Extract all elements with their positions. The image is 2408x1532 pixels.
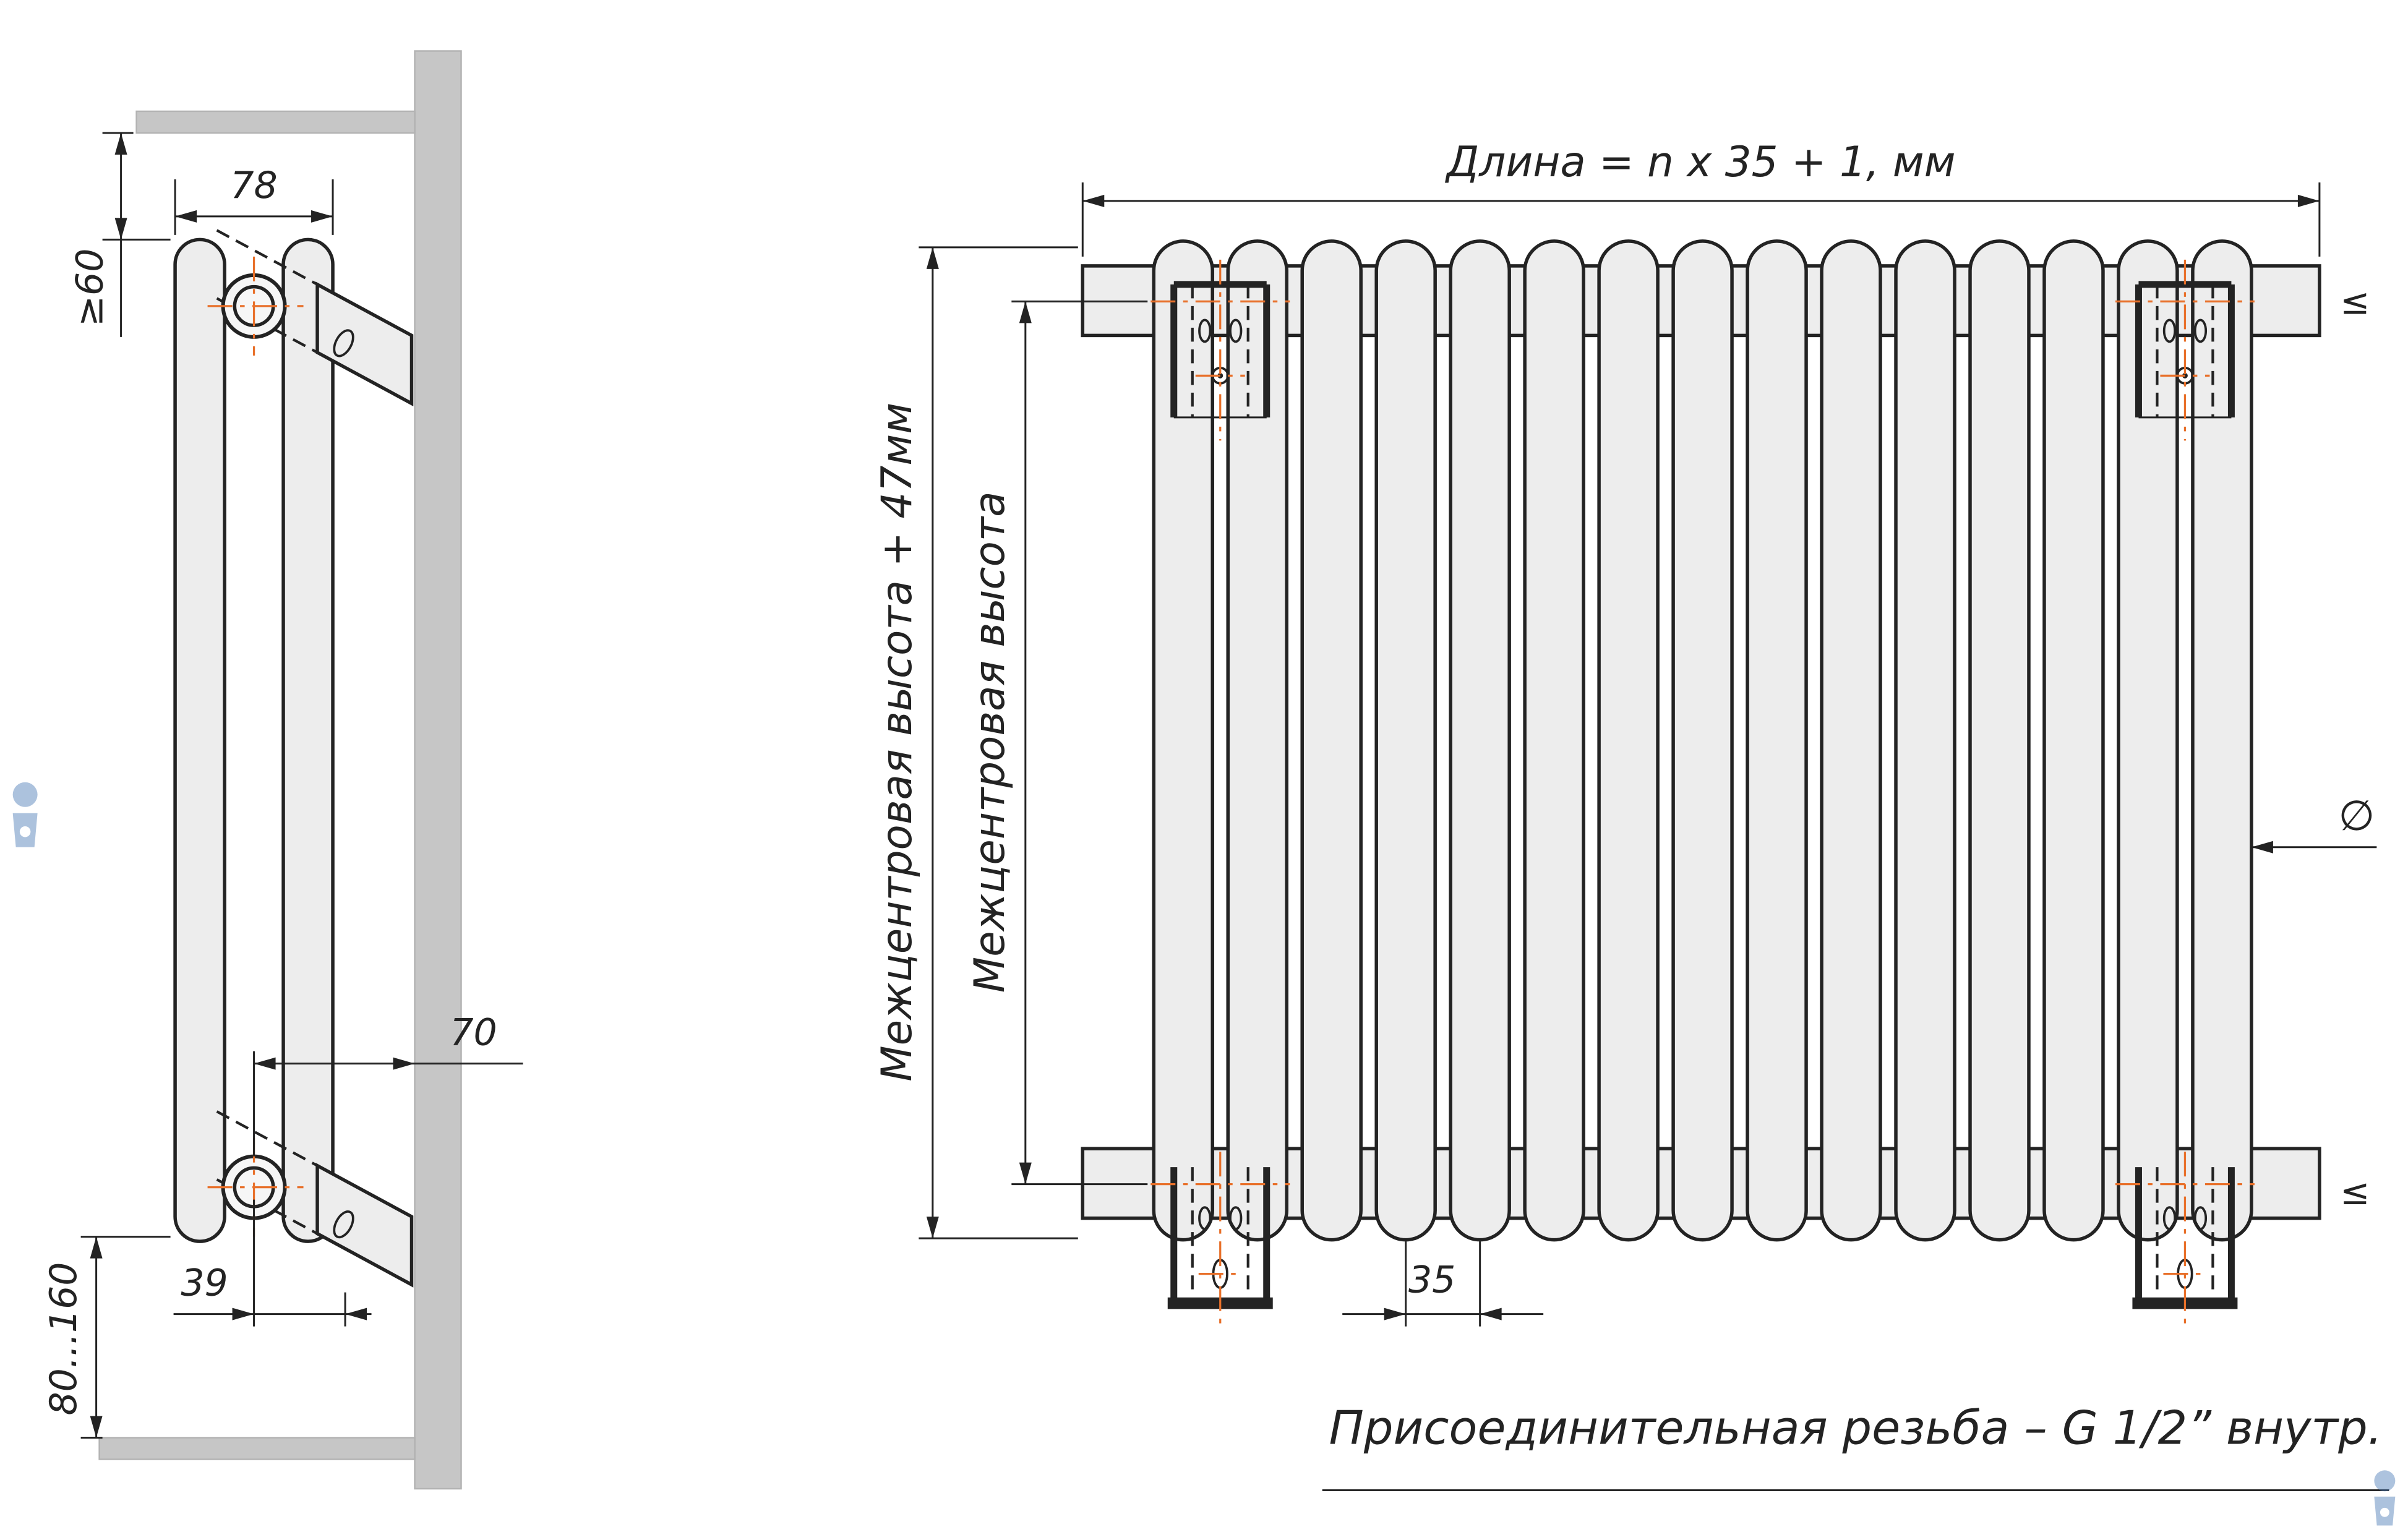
radiator-tube <box>1226 239 1288 1242</box>
dimension-center-height: Межцентровая высота <box>965 300 1148 1186</box>
front-view: Длина = n x 35 + 1, мм Межцентровая высо… <box>872 137 2377 1330</box>
dimension-pitch: 35 <box>1342 1241 1544 1327</box>
diameter-symbol: ∅ <box>2338 791 2375 840</box>
radiator-tube <box>1968 239 2031 1242</box>
radiator-tube <box>1449 239 1511 1242</box>
radiator-front-tubes <box>1152 239 2253 1242</box>
footer-note: Присоединительная резьба – G 1/2” внутр. <box>1322 1401 2389 1492</box>
radiator-tube <box>1894 239 1956 1242</box>
dim-wall-to-axis-label: 70 <box>450 1011 497 1055</box>
window-sill <box>135 110 416 134</box>
floor <box>98 1437 416 1460</box>
watermark-logo-corner <box>2374 1470 2396 1526</box>
dimension-depth: 78 <box>174 164 334 235</box>
wall <box>414 50 462 1490</box>
radiator-tube <box>1746 239 1808 1242</box>
dim-depth-label: 78 <box>230 164 277 207</box>
dimension-floor-clearance: 80...160 <box>42 1236 171 1439</box>
weld-mark-bottom: ≤ <box>2340 1171 2370 1213</box>
mounting-bracket-top-left <box>1150 260 1290 440</box>
pipe-union-top <box>207 256 304 356</box>
radiator-tube <box>281 238 335 1243</box>
radiator-tube <box>1374 239 1437 1242</box>
radiator-tube <box>1820 239 1882 1242</box>
dimension-bracket-offset: 39 <box>173 1199 372 1327</box>
dim-length-label: Длина = n x 35 + 1, мм <box>1445 137 1956 186</box>
radiator-tube <box>1300 239 1363 1242</box>
dim-floor-clearance-label: 80...160 <box>42 1262 85 1416</box>
dim-top-clearance-label: ≥60 <box>69 249 112 327</box>
radiator-tube <box>1597 239 1660 1242</box>
callout-diameter: ∅ <box>2251 791 2377 854</box>
mounting-bracket-top-right <box>2115 260 2255 440</box>
dimension-top-clearance: ≥60 <box>69 132 171 337</box>
dim-overall-height-label: Межцентровая высота + 47мм <box>872 403 921 1082</box>
weld-mark-top: ≤ <box>2340 281 2370 322</box>
radiator-tube <box>1671 239 1734 1242</box>
radiator-tube <box>1523 239 1585 1242</box>
dimension-wall-to-axis: 70 <box>253 1011 523 1157</box>
dim-bracket-offset-label: 39 <box>181 1262 228 1305</box>
radiator-tube <box>2042 239 2105 1242</box>
dimension-overall-height: Межцентровая высота + 47мм <box>872 246 1078 1239</box>
dimension-length: Длина = n x 35 + 1, мм <box>1081 137 2321 257</box>
radiator-tube <box>1152 239 1214 1242</box>
radiator-tube <box>173 238 226 1243</box>
watermark-logo-left <box>12 782 38 847</box>
dim-center-height-label: Межцентровая высота <box>965 491 1014 993</box>
side-bracket-top <box>216 229 414 406</box>
radiator-side-columns <box>173 238 335 1243</box>
radiator-tube <box>2191 239 2253 1242</box>
radiator-tube <box>2117 239 2179 1242</box>
side-view: 78 ≥60 70 39 <box>42 50 523 1490</box>
connection-thread-note: Присоединительная резьба – G 1/2” внутр. <box>1329 1401 2383 1455</box>
dim-pitch-label: 35 <box>1408 1259 1455 1302</box>
